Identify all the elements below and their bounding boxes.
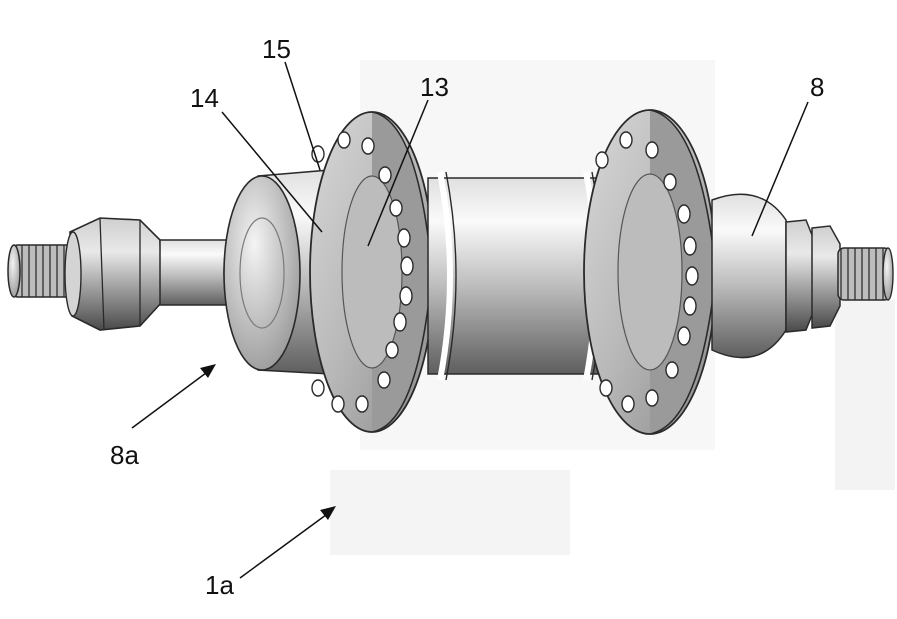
right-locknut <box>785 219 841 333</box>
label-1a: 1a <box>205 570 234 600</box>
arrowheads <box>200 364 336 520</box>
leader-1a <box>239 511 331 579</box>
right-axle-thread <box>837 247 894 301</box>
leader-14 <box>221 111 323 233</box>
arrowhead-8a <box>200 364 216 378</box>
hub-shell <box>427 171 603 381</box>
right-flange-spoke-holes <box>595 131 699 413</box>
leader-lines <box>131 61 809 579</box>
left-flange-spoke-holes <box>311 131 414 413</box>
leader-15 <box>284 61 321 171</box>
label-15: 15 <box>262 34 291 64</box>
right-bearing-housing <box>711 193 787 359</box>
left-axle-thread <box>7 244 81 298</box>
label-13: 13 <box>420 72 449 102</box>
leader-8 <box>751 101 809 237</box>
arrowhead-1a <box>320 506 336 520</box>
left-flange <box>309 111 435 433</box>
leader-8a <box>131 369 211 429</box>
label-14: 14 <box>190 83 219 113</box>
label-8: 8 <box>810 72 824 102</box>
right-flange <box>583 109 717 435</box>
left-locknut <box>64 217 163 331</box>
label-8a: 8a <box>110 440 139 470</box>
leader-13 <box>367 99 429 247</box>
